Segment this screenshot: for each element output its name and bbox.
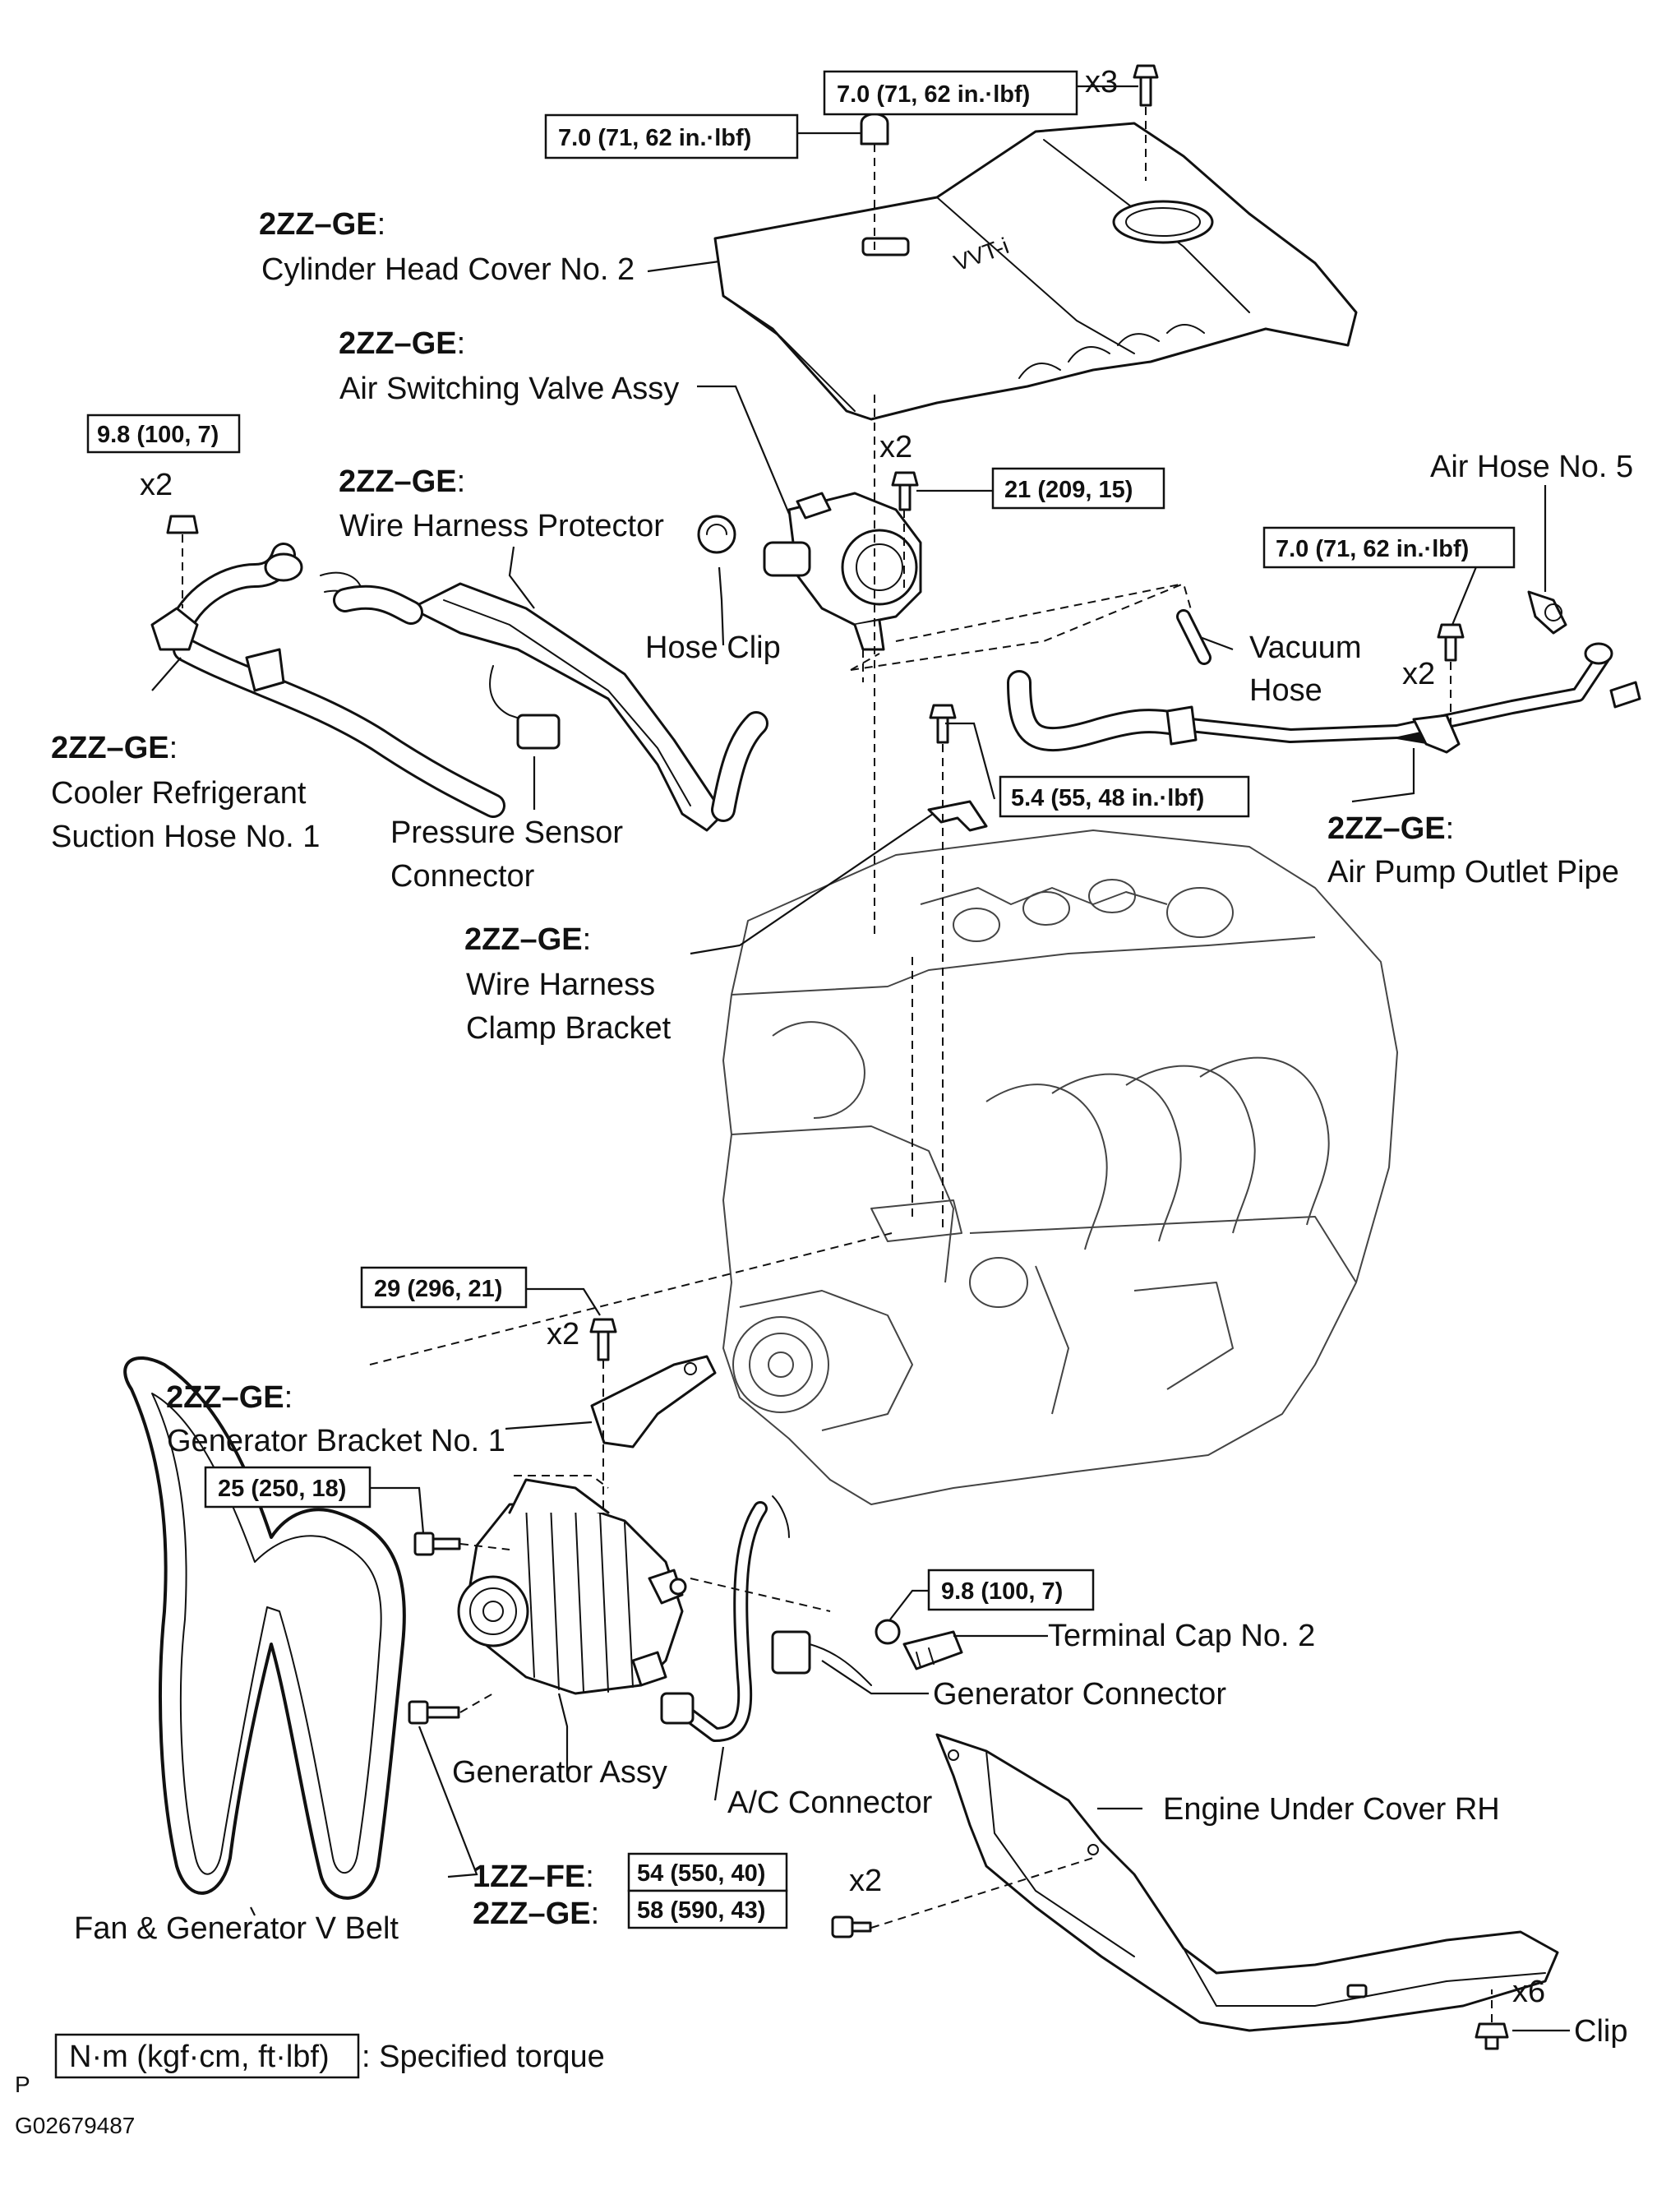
label-v-belt: Fan & Generator V Belt [74,1911,399,1946]
air-pump-outlet-pipe-drawing [1007,590,1641,754]
torque-box [999,775,1250,818]
generator-bracket-drawing [590,1355,717,1449]
engine-code-label: 2ZZ–GE: [464,922,591,957]
wire-harness-protector-drawing [333,582,768,832]
engine-code-label: 2ZZ–GE: [166,1380,293,1415]
torque-box [627,1852,788,1892]
quantity-label: x2 [140,468,173,502]
label-air-hose: Air Hose No. 5 [1430,450,1633,484]
torque-spec: 7.0 (71, 62 in.·lbf) [558,125,751,151]
label-pressure-sensor-line2: Connector [390,859,535,894]
quantity-label: x2 [1402,657,1435,691]
torque-box [86,414,241,454]
label-vacuum-hose-line2: Hose [1249,673,1322,708]
label-wire-harness-protector: Wire Harness Protector [339,509,664,543]
bolt-icon [413,1532,461,1556]
wire-harness-clamp-bracket-drawing [927,800,988,832]
label-cooler-hose-line1: Cooler Refrigerant [51,776,307,811]
torque-spec: 29 (296, 21) [374,1276,502,1302]
engine-code-label: 2ZZ–GE: [259,207,385,242]
legend-unit: N·m (kgf·cm, ft·lbf) [69,2040,330,2074]
air-switching-valve-drawing [697,492,922,651]
label-hose-clip: Hose Clip [645,631,781,665]
cylinder-head-cover-drawing: VVT-i [713,122,1358,421]
torque-box [627,1889,788,1929]
label-air-switching-valve: Air Switching Valve Assy [339,372,679,406]
bolt-icon [1437,623,1465,662]
part-labels: 2ZZ–GE: Cylinder Head Cover No. 2 2ZZ–GE… [51,207,1633,2049]
nut-icon [860,113,889,146]
generator-wiring-drawing [660,1495,963,1742]
quantity-label: x2 [547,1317,579,1352]
torque-box [204,1466,372,1509]
engine-code-label: 2ZZ–GE: [51,731,178,765]
label-generator-bracket: Generator Bracket No. 1 [167,1424,505,1458]
clip-icon [1475,2022,1509,2050]
label-generator-connector: Generator Connector [933,1677,1226,1712]
generator-assy-drawing [457,1478,684,1695]
label-air-pump-pipe: Air Pump Outlet Pipe [1327,855,1619,889]
legend-box [54,2033,360,2079]
torque-box [991,467,1165,510]
torque-box [927,1569,1095,1611]
engine-code-label: 2ZZ–GE: [339,326,465,361]
legend-text: : Specified torque [362,2040,605,2074]
torque-spec: 58 (590, 43) [637,1897,765,1924]
engine-code-label: 2ZZ–GE: [473,1897,599,1931]
label-clip: Clip [1574,2014,1627,2049]
torque-spec: 54 (550, 40) [637,1860,765,1887]
engine-code-label: 2ZZ–GE: [339,464,465,499]
torque-spec: 7.0 (71, 62 in.·lbf) [1276,536,1469,562]
torque-box [544,113,799,159]
label-clamp-bracket-line2: Clamp Bracket [466,1011,672,1046]
label-terminal-cap: Terminal Cap No. 2 [1048,1619,1315,1653]
fasteners [166,64,1509,2050]
torque-spec: 9.8 (100, 7) [97,422,219,448]
quantity-label: x2 [879,430,912,464]
figure-id: G02679487 [15,2113,135,2138]
torque-box [823,70,1078,116]
torque-box [1262,526,1516,569]
label-clamp-bracket-line1: Wire Harness [466,968,655,1002]
bolt-icon [929,704,957,744]
quantity-label: x6 [1512,1975,1545,2009]
torque-legend: N·m (kgf·cm, ft·lbf) : Specified torque [54,2033,605,2079]
engine-under-cover-drawing [935,1733,1559,2032]
bolt-icon [831,1915,872,1938]
bolt-icon [408,1700,460,1725]
label-engine-under-cover: Engine Under Cover RH [1163,1792,1500,1827]
label-cooler-hose-line2: Suction Hose No. 1 [51,820,320,854]
engine-code-label: 2ZZ–GE: [1327,811,1454,846]
quantity-label: x3 [1085,65,1118,99]
nut-icon [166,515,199,534]
label-cylinder-head-cover: Cylinder Head Cover No. 2 [261,252,635,287]
v-belt-drawing [123,1356,406,1900]
torque-box [360,1266,528,1309]
torque-spec: 21 (209, 15) [1004,477,1133,503]
torque-spec: 25 (250, 18) [218,1476,346,1502]
label-ac-connector: A/C Connector [727,1786,933,1820]
bolt-icon [891,471,919,511]
page-mark: P [15,2072,30,2097]
label-vacuum-hose-line1: Vacuum [1249,631,1362,665]
bolt-icon [589,1318,617,1361]
label-generator-assy: Generator Assy [452,1755,667,1790]
assembly-guide-lines [182,107,1493,2022]
torque-spec: 5.4 (55, 48 in.·lbf) [1011,785,1204,811]
torque-spec: 7.0 (71, 62 in.·lbf) [837,81,1030,108]
engine-code-label: 1ZZ–FE: [473,1860,594,1894]
torque-spec: 9.8 (100, 7) [941,1578,1063,1605]
quantity-label: x2 [849,1864,882,1898]
torque-callouts: 7.0 (71, 62 in.·lbf) x3 7.0 (71, 62 in.·… [86,65,1545,2009]
bolt-icon [1133,64,1159,107]
engine-assembly-drawing [722,829,1398,1505]
label-pressure-sensor-line1: Pressure Sensor [390,816,623,850]
